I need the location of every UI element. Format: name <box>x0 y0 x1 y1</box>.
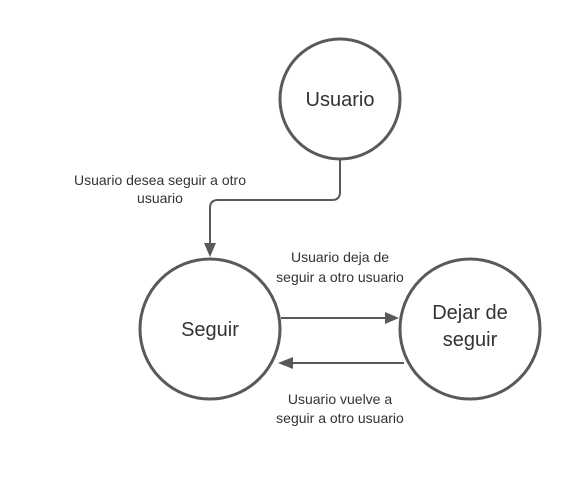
arrowhead-usuario-to-seguir <box>204 243 216 257</box>
node-dejar-de-seguir-label-line2: seguir <box>443 329 498 351</box>
node-dejar-de-seguir-label-line1: Dejar de <box>432 302 508 324</box>
edge-label-dejar-to-seguir-line1: Usuario vuelve a <box>288 391 392 407</box>
edge-label-seguir-to-dejar-line1: Usuario deja de <box>291 249 389 265</box>
node-usuario-circle <box>278 37 402 161</box>
edge-label-dejar-to-seguir-line2: seguir a otro usuario <box>276 410 404 426</box>
node-seguir-label: Seguir <box>181 319 239 341</box>
node-usuario: Usuario <box>278 37 402 161</box>
edge-label-usuario-to-seguir: Usuario desea seguir a otro usuario <box>74 172 246 206</box>
node-seguir: Seguir <box>138 257 282 401</box>
node-dejar-de-seguir-circle <box>398 257 542 401</box>
node-dejar-de-seguir: Dejar de seguir <box>398 257 542 401</box>
edge-label-seguir-to-dejar-line2: seguir a otro usuario <box>276 269 404 285</box>
arrowhead-dejar-to-seguir <box>278 357 293 369</box>
edge-label-usuario-to-seguir-line2: usuario <box>137 190 183 206</box>
edge-label-seguir-to-dejar: Usuario deja de seguir a otro usuario <box>276 249 404 285</box>
edge-usuario-to-seguir <box>209 160 341 244</box>
arrowhead-seguir-to-dejar <box>385 312 399 324</box>
node-usuario-label: Usuario <box>306 89 375 111</box>
edge-label-dejar-to-seguir: Usuario vuelve a seguir a otro usuario <box>276 391 404 426</box>
edge-label-usuario-to-seguir-line1: Usuario desea seguir a otro <box>74 172 246 188</box>
node-seguir-circle <box>138 257 282 401</box>
